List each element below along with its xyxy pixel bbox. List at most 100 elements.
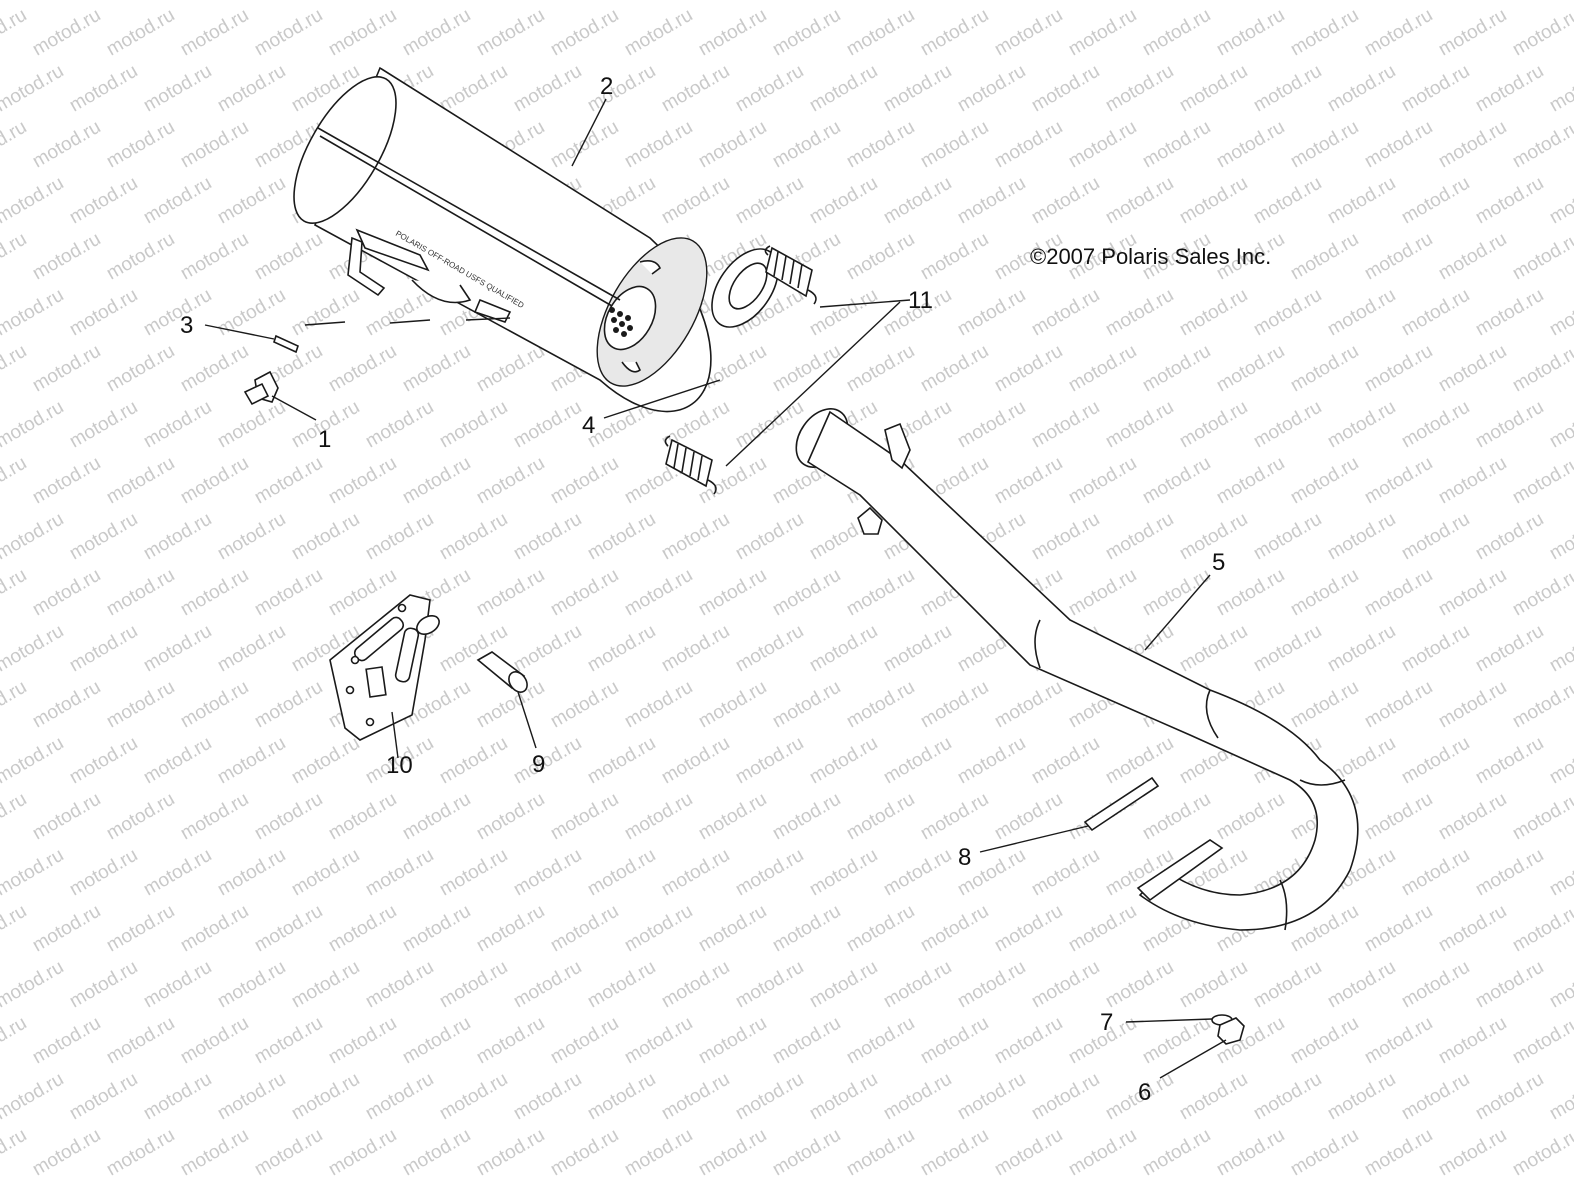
watermark-text: motod.ru (103, 677, 178, 733)
watermark-text: motod.ru (1287, 453, 1362, 509)
watermark-text: motod.ru (1361, 117, 1436, 173)
watermark-text: motod.ru (1139, 117, 1214, 173)
watermark-text: motod.ru (0, 845, 67, 901)
watermark-text: motod.ru (584, 845, 659, 901)
watermark-text: motod.ru (806, 1069, 881, 1125)
watermark-text: motod.ru (140, 621, 215, 677)
watermark-text: motod.ru (621, 117, 696, 173)
watermark-text: motod.ru (1287, 1125, 1362, 1181)
watermark-text: motod.ru (769, 1125, 844, 1181)
watermark-text: motod.ru (1250, 61, 1325, 117)
watermark-text: motod.ru (769, 341, 844, 397)
watermark-text: motod.ru (288, 733, 363, 789)
watermark-text: motod.ru (1398, 621, 1473, 677)
watermark-text: motod.ru (325, 901, 400, 957)
watermark-text: motod.ru (177, 901, 252, 957)
watermark-text: motod.ru (0, 509, 67, 565)
watermark-text: motod.ru (0, 789, 30, 845)
watermark-text: motod.ru (510, 1069, 585, 1125)
watermark-text: motod.ru (214, 509, 289, 565)
watermark-text: motod.ru (1028, 61, 1103, 117)
watermark-text: motod.ru (399, 5, 474, 61)
watermark-text: motod.ru (325, 789, 400, 845)
watermark-text: motod.ru (1546, 845, 1574, 901)
watermark-text: motod.ru (1324, 0, 1399, 4)
watermark-text: motod.ru (510, 957, 585, 1013)
watermark-text: motod.ru (621, 901, 696, 957)
watermark-text: motod.ru (1398, 397, 1473, 453)
watermark-text: motod.ru (473, 453, 548, 509)
watermark-text: motod.ru (1176, 61, 1251, 117)
watermark-text: motod.ru (214, 61, 289, 117)
watermark-text: motod.ru (1287, 341, 1362, 397)
watermark-text: motod.ru (436, 1069, 511, 1125)
watermark-text: motod.ru (917, 677, 992, 733)
watermark-text: motod.ru (695, 1125, 770, 1181)
watermark-text: motod.ru (769, 677, 844, 733)
watermark-text: motod.ru (1139, 565, 1214, 621)
watermark-text: motod.ru (1102, 509, 1177, 565)
watermark-text: motod.ru (1435, 901, 1510, 957)
watermark-text: motod.ru (1546, 957, 1574, 1013)
watermark-text: motod.ru (1065, 901, 1140, 957)
watermark-text: motod.ru (1435, 677, 1510, 733)
watermark-text: motod.ru (1139, 453, 1214, 509)
part-1-bushing (243, 370, 279, 406)
watermark-text: motod.ru (288, 1069, 363, 1125)
watermark-text: motod.ru (621, 789, 696, 845)
watermark-text: motod.ru (917, 789, 992, 845)
watermark-text: motod.ru (1435, 117, 1510, 173)
watermark-text: motod.ru (1065, 5, 1140, 61)
watermark-text: motod.ru (436, 397, 511, 453)
watermark-text: motod.ru (214, 957, 289, 1013)
watermark-text: motod.ru (917, 5, 992, 61)
watermark-text: motod.ru (806, 61, 881, 117)
watermark-text: motod.ru (436, 0, 511, 4)
watermark-text: motod.ru (473, 901, 548, 957)
watermark-text: motod.ru (103, 117, 178, 173)
watermark-text: motod.ru (214, 173, 289, 229)
watermark-text: motod.ru (584, 957, 659, 1013)
watermark-text: motod.ru (1065, 565, 1140, 621)
watermark-text: motod.ru (1213, 5, 1288, 61)
watermark-text: motod.ru (473, 1013, 548, 1069)
watermark-text: motod.ru (1435, 453, 1510, 509)
watermark-text: motod.ru (880, 173, 955, 229)
watermark-text: motod.ru (1028, 0, 1103, 4)
watermark-text: motod.ru (473, 565, 548, 621)
watermark-text: motod.ru (621, 1013, 696, 1069)
watermark-text: motod.ru (103, 341, 178, 397)
watermark-text: motod.ru (1102, 957, 1177, 1013)
callout-9: 9 (532, 751, 545, 778)
watermark-text: motod.ru (1546, 173, 1574, 229)
watermark-text: motod.ru (843, 1013, 918, 1069)
watermark-text: motod.ru (510, 845, 585, 901)
watermark-text: motod.ru (584, 0, 659, 4)
watermark-text: motod.ru (917, 117, 992, 173)
watermark-text: motod.ru (103, 565, 178, 621)
watermark-text: motod.ru (66, 285, 141, 341)
watermark-text: motod.ru (1287, 677, 1362, 733)
watermark-text: motod.ru (140, 509, 215, 565)
watermark-text: motod.ru (880, 621, 955, 677)
watermark-text: motod.ru (177, 1125, 252, 1181)
watermark-text: motod.ru (1287, 565, 1362, 621)
watermark-text: motod.ru (0, 117, 30, 173)
watermark-text: motod.ru (510, 0, 585, 4)
watermark-text: motod.ru (732, 0, 807, 4)
watermark-text: motod.ru (251, 5, 326, 61)
watermark-text: motod.ru (695, 565, 770, 621)
callout-2: 2 (600, 73, 613, 100)
watermark-text: motod.ru (214, 285, 289, 341)
watermark-text: motod.ru (436, 733, 511, 789)
watermark-text: motod.ru (1250, 509, 1325, 565)
watermark-text: motod.ru (214, 733, 289, 789)
watermark-text: motod.ru (954, 397, 1029, 453)
watermark-text: motod.ru (917, 1125, 992, 1181)
watermark-text: motod.ru (806, 173, 881, 229)
watermark-text: motod.ru (1287, 5, 1362, 61)
watermark-text: motod.ru (0, 1013, 30, 1069)
watermark-text: motod.ru (954, 61, 1029, 117)
watermark-text: motod.ru (325, 453, 400, 509)
watermark-text: motod.ru (880, 733, 955, 789)
